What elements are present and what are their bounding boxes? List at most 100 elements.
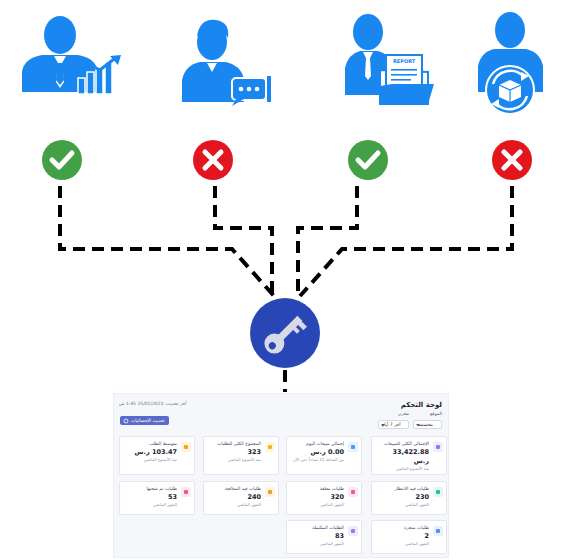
badge-circle [348, 140, 388, 180]
card-icon [348, 487, 358, 497]
reporter-icon [345, 14, 434, 104]
key-hole [267, 341, 277, 351]
card-note: منذ الأسبوع الماضي [375, 466, 429, 471]
tie-collar [54, 56, 66, 88]
badge-circle [492, 140, 532, 180]
dashed-wire [60, 186, 274, 296]
stat-card: الإجمالي الكلي للمبيعات33,422.88 ر.سمنذ … [371, 436, 447, 475]
card-title: الطلبات المكتملة [290, 525, 344, 531]
card-title: طلبات تم شحنها [123, 486, 177, 492]
card-note: الشهر الماضي [375, 541, 429, 546]
card-note: منذ الأسبوع الماضي [207, 457, 261, 462]
card-value: 53 [123, 493, 177, 502]
card-icon [433, 487, 443, 497]
hair [197, 20, 228, 38]
card-note: من الساعة 12 صباحاً حتى الآن [290, 457, 344, 462]
card-glyph [268, 445, 272, 449]
filter-label: آخر تحديث: 25/01/2023 1:45 ص [119, 401, 186, 406]
card-title: طلبات قيد المعالجة [207, 486, 261, 492]
head [353, 14, 383, 50]
arrow-head [491, 99, 499, 108]
card-note: الشهر الماضي [290, 541, 344, 546]
check-mark [358, 153, 378, 167]
dashed-wire [283, 370, 287, 392]
caret [381, 424, 385, 427]
card-title: المجموع الكلي للطلبات [207, 441, 261, 447]
bar [87, 72, 94, 94]
key-hub [250, 298, 320, 368]
card-value: 83 [290, 532, 344, 541]
dashed-wires [60, 186, 512, 392]
trend-line [76, 59, 114, 76]
card-glyph [436, 529, 440, 533]
card-glyph [436, 445, 440, 449]
megaphone [267, 76, 271, 102]
card-glyph [351, 490, 355, 494]
stat-card: طلبات معلقة320الشهر الماضي [286, 481, 362, 515]
dashboard-panel: لوحة التحكم مخصصة آخر 7 أيام تحديث الإحصائي… [113, 393, 449, 558]
denied-badge [193, 140, 233, 180]
trend-arrow [110, 55, 121, 65]
check-mark [52, 153, 72, 167]
tie [363, 52, 373, 80]
card-value: 2 [375, 532, 429, 541]
key-shaft [278, 316, 303, 341]
card-value: 323 [207, 448, 261, 457]
card-note: الشهر الماضي [375, 502, 429, 507]
refresh-icon [123, 418, 129, 424]
text-line [391, 79, 411, 81]
card-note: الشهر الماضي [207, 502, 261, 507]
report-caption: REPORT [393, 58, 415, 64]
analyst-icon [22, 16, 121, 94]
filter-label: مخزن [398, 411, 409, 416]
dropdown-box: آخر 7 أيام [378, 420, 410, 429]
card-value: 33,422.88 ر.س [375, 448, 429, 466]
text-line [391, 74, 417, 76]
card-icon [181, 442, 191, 452]
box [499, 80, 521, 102]
card-icon [348, 442, 358, 452]
dropdown-value: آخر 7 أيام [382, 422, 401, 427]
text-line [391, 69, 417, 71]
hub-circle [250, 298, 320, 368]
card-title: طلبات معلقة [290, 486, 344, 492]
dropdown-box: مخصصة [413, 420, 442, 429]
dashed-wire [215, 186, 272, 296]
head [495, 12, 525, 48]
dashed-wire [298, 186, 357, 296]
key-tooth [293, 327, 300, 334]
denied-badge [492, 140, 532, 180]
collar [207, 63, 217, 72]
dot [247, 87, 252, 92]
card-value: 240 [207, 493, 261, 502]
logistics-icon [478, 12, 543, 114]
dropdown-value: مخصصة [417, 422, 433, 427]
card-icon [181, 487, 191, 497]
stat-card: المجموع الكلي للطلبات323منذ الأسبوع الما… [203, 436, 279, 475]
card-icon [348, 526, 358, 536]
bar [96, 68, 103, 94]
card-value: 230 [375, 493, 429, 502]
cross-mark [504, 152, 520, 168]
card-value: 320 [290, 493, 344, 502]
marketer-icon [182, 20, 271, 106]
button-label: تحديث الإحصائيات [131, 418, 165, 423]
card-title: طلبات قيد الانتظار [375, 486, 429, 492]
caret [416, 424, 420, 427]
dot [239, 87, 244, 92]
approved-badge [348, 140, 388, 180]
filter-label: الموقع [430, 411, 442, 416]
tie [56, 63, 64, 85]
dashboard-title: لوحة التحكم [401, 401, 442, 409]
card-note: الشهر الماضي [290, 502, 344, 507]
stat-card: طلبات منجزة2الشهر الماضي [371, 520, 447, 554]
dot [255, 87, 260, 92]
card-glyph [268, 490, 272, 494]
key-tooth [298, 321, 307, 330]
card-value: 103.47 ر.س [123, 448, 177, 457]
card-title: طلبات منجزة [375, 525, 429, 531]
cross-mark [205, 152, 221, 168]
card-note: منذ الأسبوع الماضي [123, 457, 177, 462]
speech-bubble [232, 78, 266, 100]
key-symbol [260, 311, 307, 358]
